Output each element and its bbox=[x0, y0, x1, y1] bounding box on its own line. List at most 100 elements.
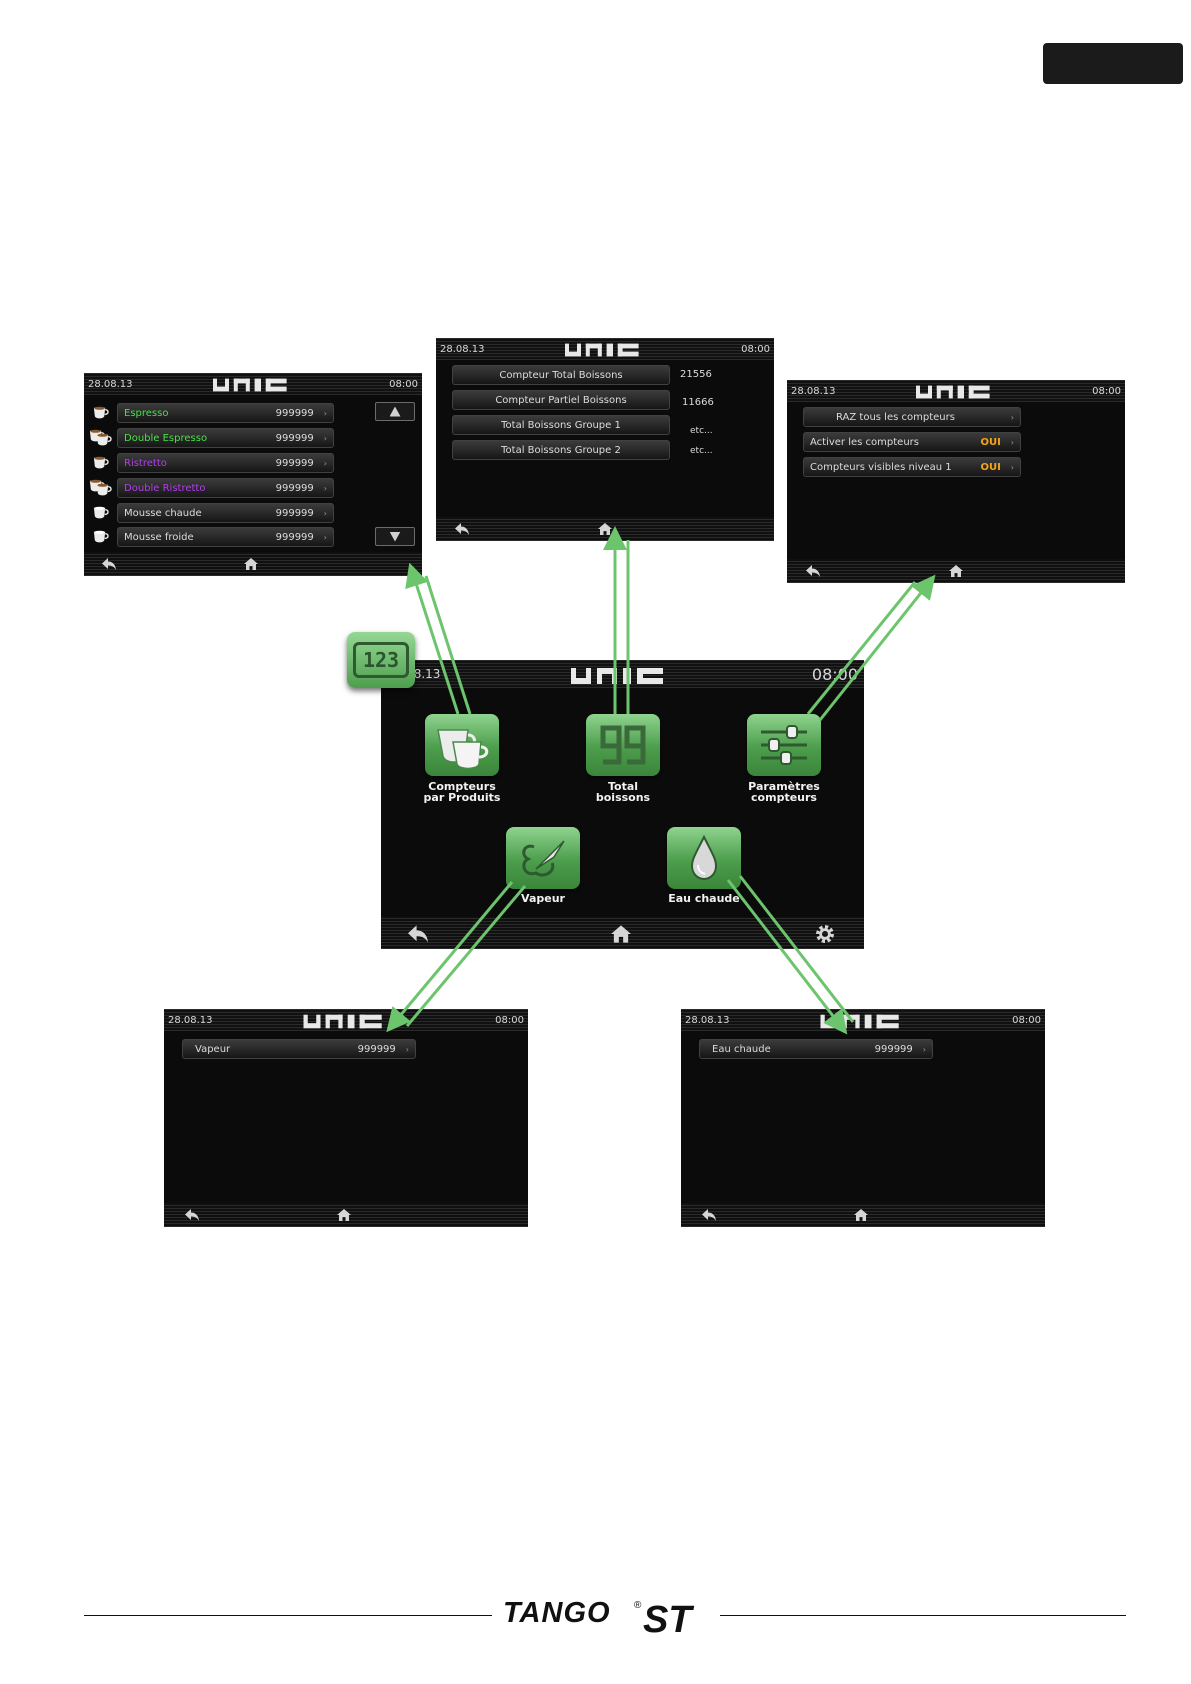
screen-total-drinks: 28.08.13 08:00 Compteur Total Boissons 2… bbox=[436, 338, 774, 541]
arrow-to-product-counters bbox=[405, 562, 460, 715]
tile-product-counters[interactable] bbox=[425, 714, 499, 776]
list-item[interactable]: Total Boissons Groupe 2 bbox=[452, 440, 670, 460]
header-time: 08:00 bbox=[811, 664, 858, 684]
product-count: 999999 bbox=[275, 482, 314, 494]
brand-model: ST bbox=[643, 1599, 694, 1640]
counter-label: Total Boissons Groupe 1 bbox=[501, 419, 621, 431]
header-time: 08:00 bbox=[1092, 385, 1121, 397]
screen-product-counters: 28.08.13 08:00 Espresso 999999 › Double … bbox=[84, 373, 422, 576]
cups-icon bbox=[437, 729, 489, 770]
product-count: 999999 bbox=[275, 432, 314, 444]
tile-counter-settings[interactable] bbox=[747, 714, 821, 776]
header-time: 08:00 bbox=[741, 343, 770, 355]
header-date: 28.08.13 bbox=[685, 1014, 730, 1026]
tile-hot-water[interactable] bbox=[667, 827, 741, 889]
tile-caption: Vapeur bbox=[521, 892, 565, 905]
chevron-right-icon: › bbox=[1010, 437, 1014, 447]
setting-value: OUI bbox=[980, 461, 1001, 473]
chevron-right-icon: › bbox=[323, 433, 327, 443]
product-count: 999999 bbox=[275, 531, 314, 543]
header-date: 28.08.13 bbox=[440, 343, 485, 355]
screen-counter-settings: 28.08.13 08:00 RAZ tous les compteurs › … bbox=[787, 380, 1125, 583]
water-drop-icon bbox=[690, 834, 718, 881]
setting-label: RAZ tous les compteurs bbox=[836, 411, 955, 423]
product-name: Espresso bbox=[124, 407, 169, 419]
list-item[interactable]: Double Espresso 999999 › bbox=[117, 428, 334, 448]
list-item[interactable]: Eau chaude 999999 › bbox=[699, 1039, 933, 1059]
list-item[interactable]: RAZ tous les compteurs › bbox=[803, 407, 1021, 427]
setting-value: OUI bbox=[980, 436, 1001, 448]
setting-label: Activer les compteurs bbox=[810, 436, 919, 448]
header-date: 28.08.13 bbox=[88, 378, 133, 390]
tile-caption: Total boissons bbox=[595, 780, 651, 804]
header-time: 08:00 bbox=[1012, 1014, 1041, 1026]
screen-hot-water: 28.08.13 08:00 Eau chaude 999999 › bbox=[681, 1009, 1045, 1227]
header-date: 28.08.13 bbox=[168, 1014, 213, 1026]
counter-value: 11666 bbox=[682, 397, 714, 408]
list-item[interactable]: Total Boissons Groupe 1 bbox=[452, 415, 670, 435]
list-item[interactable]: Espresso 999999 › bbox=[117, 403, 334, 423]
arrow-to-hot-water bbox=[738, 875, 855, 1023]
screen-header: 28.08.13 08:00 bbox=[787, 380, 1125, 402]
chevron-right-icon: › bbox=[323, 483, 327, 493]
badge-label: 123 bbox=[362, 648, 400, 672]
chevron-right-icon: › bbox=[323, 508, 327, 518]
chevron-right-icon: › bbox=[323, 532, 327, 542]
counter-value: 21556 bbox=[680, 369, 712, 380]
hot-water-label: Eau chaude bbox=[712, 1043, 771, 1055]
product-count: 999999 bbox=[275, 457, 314, 469]
counter-value: etc... bbox=[690, 446, 713, 456]
list-item[interactable]: Compteurs visibles niveau 1 OUI › bbox=[803, 457, 1021, 477]
product-name: Double Ristretto bbox=[124, 482, 206, 494]
list-item[interactable]: Mousse chaude 999999 › bbox=[117, 503, 334, 523]
list-item[interactable]: Compteur Total Boissons bbox=[452, 365, 670, 385]
list-item[interactable]: Compteur Partiel Boissons bbox=[452, 390, 670, 410]
list-item[interactable]: Mousse froide 999999 › bbox=[117, 527, 334, 547]
brand-name: TANGO bbox=[503, 1597, 611, 1629]
header-date: 28.08.13 bbox=[791, 385, 836, 397]
screen-header: 28.08.13 08:00 bbox=[164, 1009, 528, 1031]
steam-label: Vapeur bbox=[195, 1043, 231, 1055]
arrow-to-product-counters bbox=[424, 575, 472, 715]
badge-frame: 123 bbox=[353, 642, 409, 678]
arrow-to-counter-settings bbox=[806, 581, 917, 715]
scroll-down-button[interactable] bbox=[375, 527, 415, 546]
page-corner-tab bbox=[1043, 43, 1183, 84]
list-item[interactable]: Ristretto 999999 › bbox=[117, 453, 334, 473]
screen-steam: 28.08.13 08:00 Vapeur 999999 › bbox=[164, 1009, 528, 1227]
list-item[interactable]: Double Ristretto 999999 › bbox=[117, 478, 334, 498]
arrow-to-hot-water bbox=[726, 879, 848, 1035]
product-name: Ristretto bbox=[124, 457, 167, 469]
setting-label: Compteurs visibles niveau 1 bbox=[810, 461, 952, 473]
tile-caption: Compteurs par Produits bbox=[423, 780, 501, 804]
arrow-to-steam bbox=[386, 881, 514, 1033]
list-item[interactable]: Activer les compteurs OUI › bbox=[803, 432, 1021, 452]
list-item[interactable]: Vapeur 999999 › bbox=[182, 1039, 416, 1059]
screen-footer bbox=[787, 559, 1125, 583]
tile-steam[interactable] bbox=[506, 827, 580, 889]
chevron-right-icon: › bbox=[323, 458, 327, 468]
tango-st-logo: TANGO ® ST bbox=[503, 1597, 694, 1640]
screen-header: 28.08.13 08:00 bbox=[681, 1009, 1045, 1031]
screen-header: 28.08.13 08:00 bbox=[84, 373, 422, 395]
hot-water-count: 999999 bbox=[874, 1043, 913, 1055]
chevron-right-icon: › bbox=[1010, 412, 1014, 422]
chevron-right-icon: › bbox=[405, 1044, 409, 1054]
counter-label: Total Boissons Groupe 2 bbox=[501, 444, 621, 456]
sliders-icon bbox=[761, 725, 807, 765]
counter-label: Compteur Total Boissons bbox=[499, 369, 623, 381]
tile-caption: Paramètres compteurs bbox=[748, 780, 820, 804]
counter-value: etc... bbox=[690, 426, 713, 436]
tile-total-drinks[interactable] bbox=[586, 714, 660, 776]
header-time: 08:00 bbox=[495, 1014, 524, 1026]
product-count: 999999 bbox=[275, 507, 314, 519]
steam-icon bbox=[522, 840, 565, 877]
counters-123-badge: 123 bbox=[347, 632, 415, 688]
tile-caption: Eau chaude bbox=[668, 892, 740, 905]
arrow-to-steam bbox=[405, 885, 527, 1027]
footer-rule-right bbox=[720, 1615, 1126, 1616]
scroll-up-button[interactable] bbox=[375, 402, 415, 421]
product-name: Mousse chaude bbox=[124, 507, 202, 519]
footer-rule-left bbox=[84, 1615, 492, 1616]
arrow-to-counter-settings bbox=[818, 574, 936, 721]
